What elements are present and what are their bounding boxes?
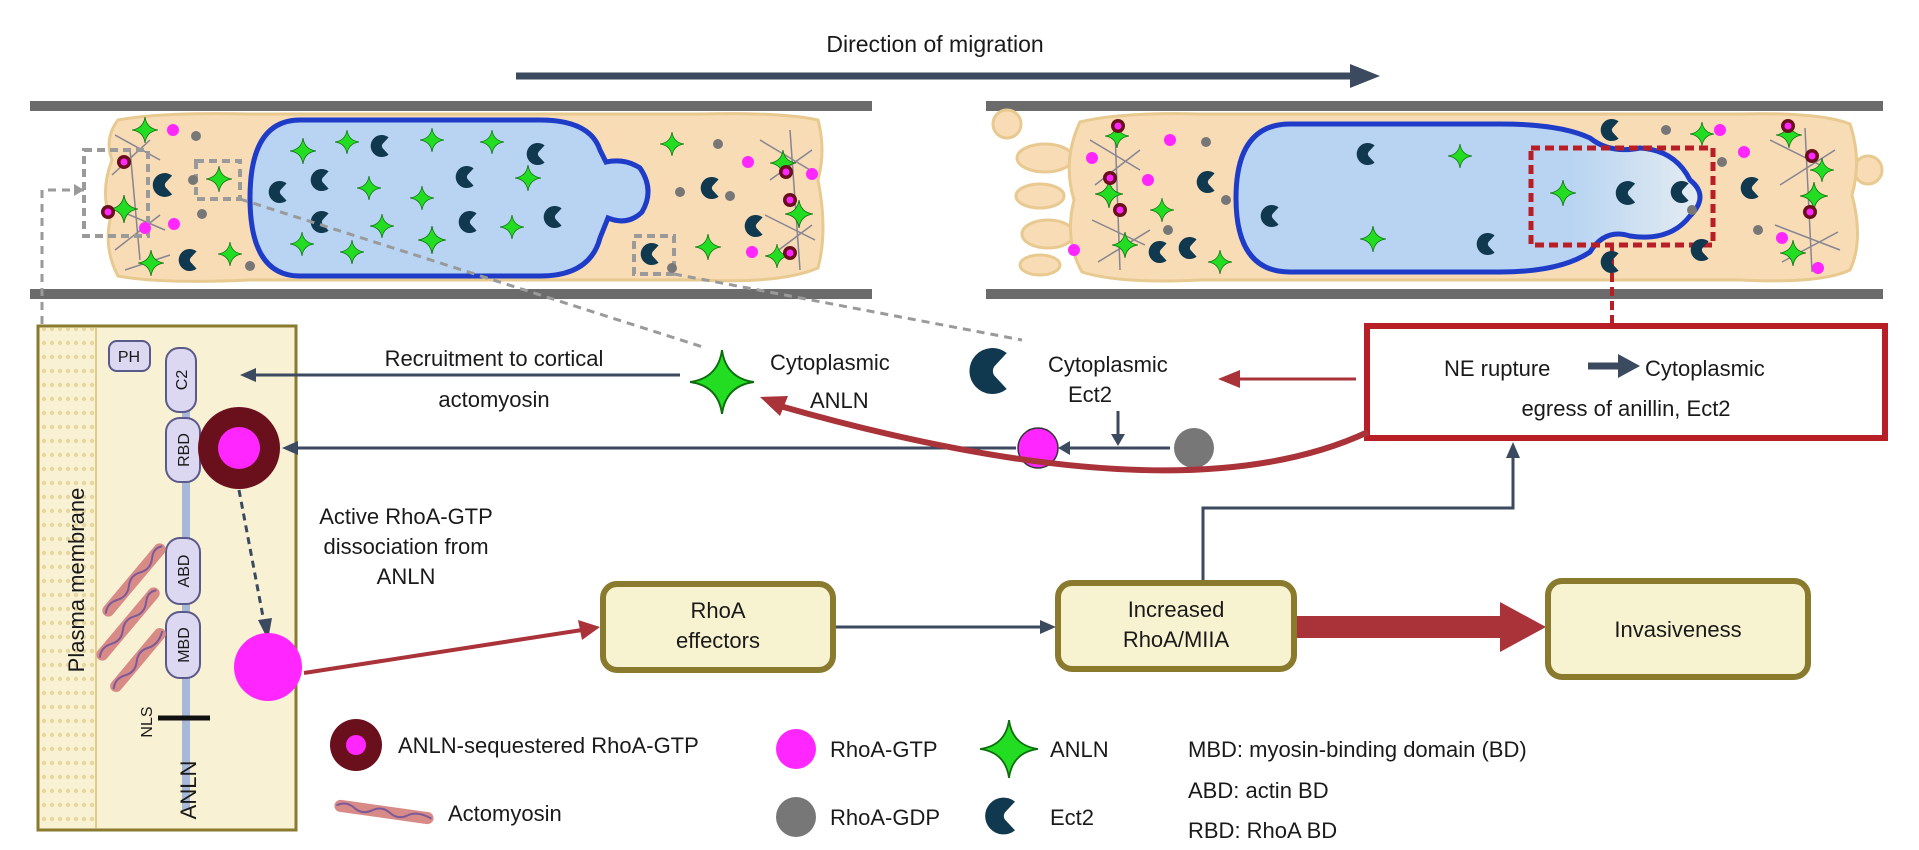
nls-label: NLS: [139, 706, 156, 737]
right-channel: [986, 101, 1884, 325]
effectors-text-1: RhoA: [690, 598, 745, 623]
cyto-anln-text-1: Cytoplasmic: [770, 350, 890, 375]
effectors-text-2: effectors: [676, 628, 760, 653]
cyto-anln-text-2: ANLN: [810, 388, 869, 413]
domain-mbd: MBD: [176, 627, 193, 663]
active-text-1: Active RhoA-GTP: [319, 504, 493, 529]
domain-ph: PH: [118, 349, 140, 366]
ne-rupture-box: [1364, 323, 1888, 441]
zoom-connectors: [40, 184, 1023, 350]
recruitment-text-1: Recruitment to cortical: [385, 346, 604, 371]
rhoa-effectors-box: [600, 581, 836, 673]
membrane-panel: Plasma membrane PH C2 RBD ABD MBD NLS AN…: [36, 324, 298, 832]
increased-text-1: Increased: [1128, 597, 1225, 622]
legend-sequestered: ANLN-sequestered RhoA-GTP: [398, 733, 699, 758]
recruitment-text-2: actomyosin: [438, 387, 549, 412]
ne-inline-arrow: [1588, 354, 1640, 378]
increased-text-2: RhoA/MIIA: [1123, 627, 1230, 652]
cyto-ect2-text-2: Ect2: [1068, 382, 1112, 407]
invasiveness-text: Invasiveness: [1614, 617, 1741, 642]
domain-abd: ABD: [176, 555, 193, 588]
cytoplasmic-ect2-icon: [969, 348, 1007, 394]
middle-rhoa-gdp: [1174, 428, 1214, 468]
channel-wall-top: [986, 101, 1883, 111]
cytoplasmic-anln-star: [690, 350, 754, 414]
migration-arrow: [516, 64, 1380, 88]
actomyosin-filaments: [96, 543, 166, 693]
channel-wall-bottom: [30, 289, 872, 299]
legend-ect2: Ect2: [1050, 805, 1094, 830]
legend-anln: ANLN: [1050, 737, 1109, 762]
left-channel: [30, 101, 872, 299]
free-rhoa-gtp: [234, 633, 302, 701]
feedback-arrow: [1201, 456, 1515, 580]
ne-to-anln-arrow: [779, 403, 1370, 474]
plasma-membrane-label: Plasma membrane: [64, 488, 89, 673]
legend-abbr-abd: ABD: actin BD: [1188, 778, 1329, 803]
migration-label: Direction of migration: [826, 31, 1043, 57]
legend-abbr-rbd: RBD: RhoA BD: [1188, 818, 1337, 843]
ne-cytoplasmic-text: Cytoplasmic: [1645, 356, 1765, 381]
active-text-2: dissociation from: [323, 534, 488, 559]
membrane-bilayer: [40, 328, 96, 828]
legend-rhoa-gtp: RhoA-GTP: [830, 737, 938, 762]
domain-c2: C2: [174, 370, 191, 391]
invasiveness-box: [1545, 578, 1811, 680]
active-text-3: ANLN: [377, 564, 436, 589]
ne-rupture-text: NE rupture: [1444, 356, 1550, 381]
domain-rbd: RBD: [176, 433, 193, 467]
gtp-to-effectors-arrow: [303, 628, 583, 675]
legend-actomyosin: Actomyosin: [448, 801, 562, 826]
legend: ANLN-sequestered RhoA-GTP Actomyosin Rho…: [330, 719, 1527, 843]
increased-rhoa-miia-box: [1055, 580, 1297, 672]
left-cell-nucleus: [247, 117, 651, 279]
legend-abbr-mbd: MBD: myosin-binding domain (BD): [1188, 737, 1527, 762]
cyto-ect2-text-1: Cytoplasmic: [1048, 352, 1168, 377]
channel-wall-top: [30, 101, 872, 111]
rupture-zoom-box: [1528, 145, 1716, 248]
legend-rhoa-gdp: RhoA-GDP: [830, 805, 940, 830]
channel-wall-bottom: [986, 289, 1883, 299]
ne-egress-text: egress of anillin, Ect2: [1521, 396, 1730, 421]
anln-vertical-label: ANLN: [176, 761, 201, 820]
